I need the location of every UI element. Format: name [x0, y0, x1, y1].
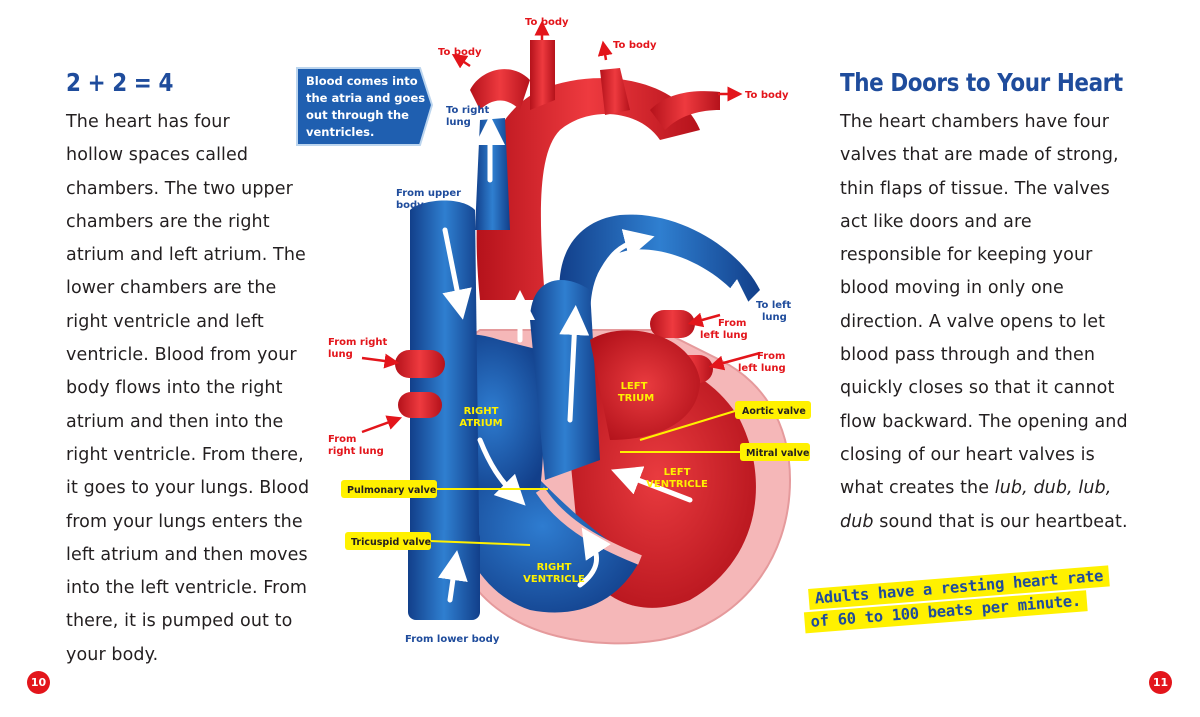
- pulmonary-valve-text: Pulmonary valve: [347, 485, 436, 496]
- right-line: closing of our heart valves is: [840, 444, 1095, 465]
- mitral-valve-text: Mitral valve: [746, 448, 809, 459]
- right-line: flow backward. The opening and: [840, 411, 1128, 432]
- right-heading: The Doors to Your Heart: [840, 68, 1123, 97]
- label-left-ventricle: VENTRICLE: [646, 479, 708, 490]
- aortic-branch: [650, 91, 720, 130]
- right-line: quickly closes so that it cannot: [840, 378, 1115, 399]
- left-line: chambers are the right: [66, 211, 270, 232]
- callout-line: Blood comes into: [306, 74, 418, 88]
- label-pulmonary-valve: Pulmonary valve: [341, 480, 437, 498]
- pulmonary-artery: [559, 214, 760, 320]
- aortic-branch: [600, 68, 630, 115]
- label-from-left-lung: left lung: [700, 330, 748, 341]
- right-line: The heart chambers have four: [840, 112, 1109, 132]
- septum: [535, 487, 642, 565]
- flow-arrows: [438, 115, 753, 603]
- right-line: blood pass through and then: [840, 345, 1096, 366]
- label-from-left-lung: From: [757, 351, 785, 362]
- label-tricuspid-valve: Tricuspid valve: [345, 532, 431, 550]
- left-line: ventricle. Blood from your: [66, 345, 297, 366]
- right-line: act like doors and are: [840, 211, 1032, 232]
- right-line: thin flaps of tissue. The valves: [840, 178, 1110, 199]
- red-arrows: [361, 20, 761, 434]
- right-line-text: sound that is our heartbeat.: [873, 511, 1128, 532]
- left-line: from your lungs enters the: [66, 511, 303, 532]
- left-heading: 2 + 2 = 4: [66, 68, 173, 97]
- tricuspid-valve-text: Tricuspid valve: [351, 537, 431, 548]
- pulmonary-vein: [395, 350, 445, 378]
- page-number-right: 11: [1149, 671, 1172, 694]
- label-from-left-lung: left lung: [738, 363, 786, 374]
- label-aortic-valve: Aortic valve: [735, 401, 811, 419]
- label-right-ventricle: VENTRICLE: [523, 574, 585, 585]
- callout-line: ventricles.: [306, 125, 374, 139]
- right-line: dub sound that is our heartbeat.: [840, 506, 1140, 539]
- left-line: right ventricle. From there,: [66, 444, 304, 465]
- right-line: valves that are made of strong,: [840, 145, 1119, 166]
- label-from-lower-body: From lower body: [405, 634, 500, 645]
- label-to-body: To body: [745, 90, 789, 101]
- label-to-right-lung: To right: [446, 105, 489, 116]
- label-from-right-lung: From: [328, 434, 356, 445]
- right-line: direction. A valve opens to let: [840, 311, 1106, 332]
- aorta: [476, 78, 700, 300]
- left-atrium-chamber: [590, 330, 700, 440]
- label-from-right-lung: From right: [328, 337, 388, 348]
- label-right-atrium: RIGHT: [464, 406, 499, 417]
- aortic-valve-text: Aortic valve: [742, 406, 806, 417]
- label-to-body: To body: [613, 40, 657, 51]
- left-line: into the left ventricle. From: [66, 578, 308, 599]
- label-from-right-lung: lung: [328, 349, 353, 360]
- left-line: left atrium and then moves: [66, 544, 308, 565]
- label-mitral-valve: Mitral valve: [740, 443, 810, 461]
- left-line: there, it is pumped out to: [66, 611, 293, 632]
- right-column: The Doors to Your Heart The heart chambe…: [840, 66, 1140, 539]
- left-line: atrium and then into the: [66, 411, 284, 432]
- pulmonary-vein: [650, 310, 695, 338]
- valve-leaders: [429, 410, 740, 546]
- left-line: chambers. The two upper: [66, 178, 293, 199]
- label-right-atrium: ATRIUM: [459, 418, 502, 429]
- label-from-left-lung: From: [718, 318, 746, 329]
- pulmonary-vein: [398, 392, 442, 418]
- right-line-text: what creates the: [840, 478, 995, 499]
- left-line: it goes to your lungs. Blood: [66, 478, 310, 499]
- label-left-ventricle: LEFT: [664, 467, 691, 478]
- left-line: right ventricle and left: [66, 311, 264, 332]
- left-line: lower chambers are the: [66, 278, 277, 299]
- heartbeat-sound-text: lub, dub, lub,: [994, 478, 1112, 499]
- label-from-right-lung: right lung: [328, 446, 384, 457]
- heartbeat-sound-text: dub: [840, 511, 874, 532]
- label-from-upper-body: From upper: [396, 188, 461, 199]
- right-line: responsible for keeping your: [840, 245, 1093, 266]
- label-to-left-lung: lung: [762, 312, 787, 323]
- heart-diagram: Blood comes into the atria and goes out …: [296, 17, 811, 645]
- aortic-branch: [470, 69, 530, 110]
- left-line: body flows into the right: [66, 378, 283, 399]
- left-line: The heart has four: [66, 112, 230, 132]
- right-body-text: The heart chambers have four valves that…: [840, 106, 1140, 539]
- left-column: 2 + 2 = 4 The heart has four hollow spac…: [66, 66, 318, 672]
- left-line: your body.: [66, 644, 159, 665]
- label-left-atrium: TRIUM: [618, 393, 654, 404]
- callout-line: the atria and goes: [306, 91, 425, 105]
- page-number-left: 10: [27, 671, 50, 694]
- callout-box: Blood comes into the atria and goes out …: [296, 67, 434, 146]
- right-line: what creates the lub, dub, lub,: [840, 472, 1140, 505]
- label-to-left-lung: To left: [756, 300, 791, 311]
- aortic-branch: [530, 40, 555, 110]
- label-to-body: To body: [438, 47, 482, 58]
- label-to-right-lung: lung: [446, 117, 471, 128]
- callout-line: out through the: [306, 108, 409, 122]
- left-body-text: The heart has four hollow spaces called …: [66, 106, 318, 672]
- label-left-atrium: LEFT: [621, 381, 648, 392]
- heart-rate-fact: Adults have a resting heart rate of 60 t…: [803, 564, 1112, 634]
- left-line: atrium and left atrium. The: [66, 245, 306, 266]
- label-right-ventricle: RIGHT: [537, 562, 572, 573]
- label-from-upper-body: body: [396, 200, 424, 211]
- label-to-body: To body: [525, 17, 569, 28]
- right-line: blood moving in only one: [840, 278, 1064, 299]
- left-line: hollow spaces called: [66, 145, 249, 166]
